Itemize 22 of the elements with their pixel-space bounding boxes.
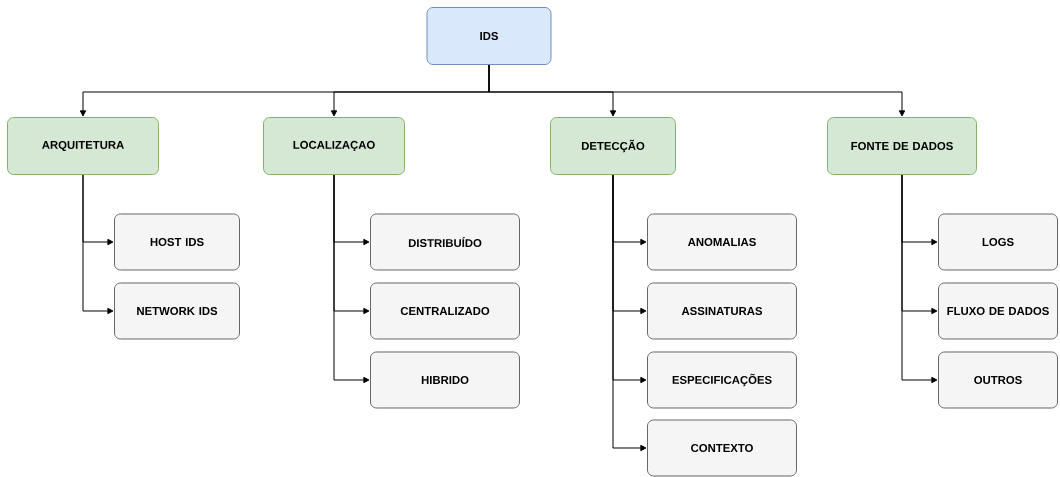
arrow <box>82 174 114 315</box>
item-box: HIBRIDO <box>370 351 520 409</box>
arrow <box>488 64 906 117</box>
arrow <box>612 174 647 452</box>
item-box: ESPECIFICAÇÕES <box>647 351 797 409</box>
item-box: CENTRALIZADO <box>370 282 520 340</box>
arrow <box>901 174 938 384</box>
arrow <box>333 174 370 384</box>
item-box: ANOMALIAS <box>647 213 797 271</box>
item-box: FLUXO DE DADOS <box>938 282 1058 340</box>
category-box: LOCALIZAÇAO <box>263 117 405 175</box>
category-box: DETECÇÃO <box>550 117 676 175</box>
item-box: CONTEXTO <box>647 419 797 477</box>
item-box: ASSINATURAS <box>647 282 797 340</box>
item-box: HOST IDS <box>114 213 240 271</box>
item-box: OUTROS <box>938 351 1058 409</box>
root-box: IDS <box>426 7 552 65</box>
item-box: LOGS <box>938 213 1058 271</box>
item-box: DISTRIBUÍDO <box>370 213 520 271</box>
category-box: FONTE DE DADOS <box>827 117 977 175</box>
category-box: ARQUITETURA <box>7 117 159 175</box>
item-box: NETWORK IDS <box>114 282 240 340</box>
